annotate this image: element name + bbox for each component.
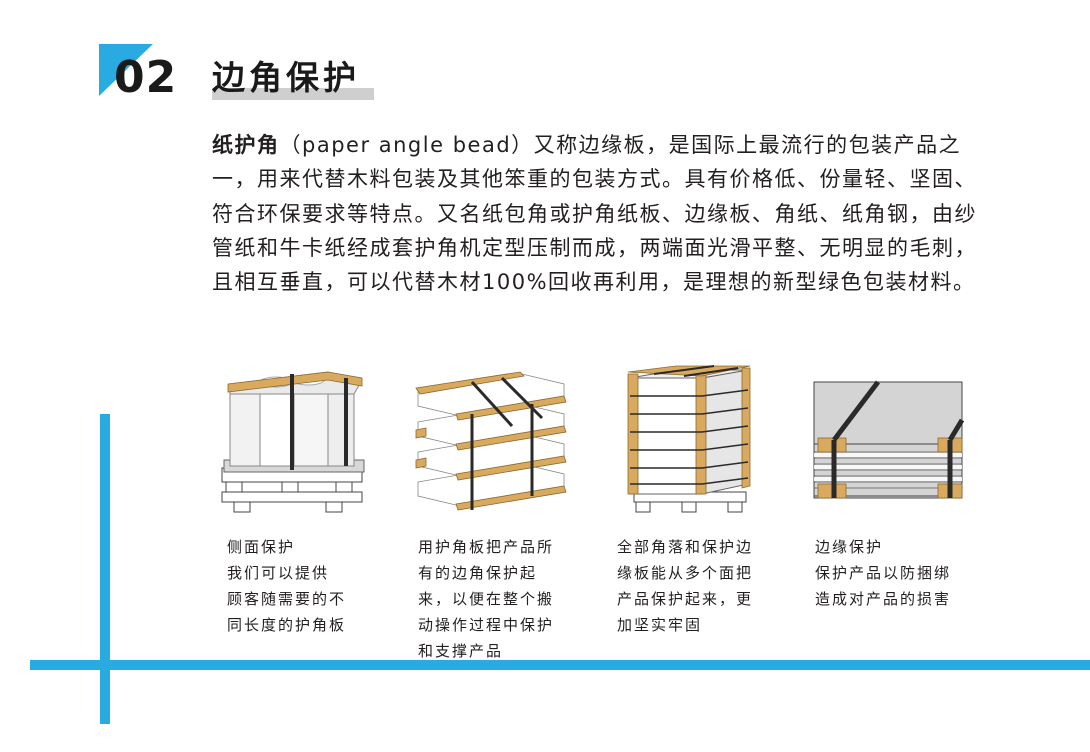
- caption-line: 保护产品以防捆绑: [815, 564, 952, 582]
- caption-line: 全部角落和保护边: [617, 538, 754, 556]
- caption-line: 和支撑产品: [418, 642, 504, 660]
- caption-line: 产品保护起来，更: [617, 590, 754, 608]
- section-title: 边角保护: [212, 58, 360, 97]
- caption-line: 动操作过程中保护: [418, 616, 555, 634]
- caption-line: 边缘保护: [815, 538, 884, 556]
- intro-text: （paper angle bead）又称边缘板，是国际上最流行的包装产品之一，用…: [212, 133, 977, 295]
- vertical-accent-bar: [100, 414, 110, 724]
- figure-pallet-box: [624, 364, 754, 520]
- intro-paragraph: 纸护角（paper angle bead）又称边缘板，是国际上最流行的包装产品之…: [212, 128, 982, 299]
- caption-corner-protection: 用护角板把产品所 有的边角保护起 来，以便在整个搬 动操作过程中保护 和支撑产品: [418, 534, 554, 664]
- caption-line: 加坚实牢固: [617, 616, 703, 634]
- caption-line: 造成对产品的损害: [815, 590, 952, 608]
- intro-term: 纸护角: [212, 133, 280, 157]
- figure-edge-protector: [812, 380, 966, 502]
- caption-line: 来，以便在整个搬: [418, 590, 555, 608]
- caption-line: 用护角板把产品所: [418, 538, 555, 556]
- horizontal-accent-bar: [30, 660, 1090, 670]
- caption-line: 我们可以提供: [227, 564, 330, 582]
- figure-pallet-rolls: [216, 368, 372, 520]
- stacked-boards-icon: [415, 371, 567, 511]
- pallet-rolls-icon: [221, 371, 365, 513]
- caption-edge-protection: 边缘保护 保护产品以防捆绑 造成对产品的损害: [815, 534, 951, 612]
- edge-protector-icon: [813, 380, 965, 499]
- caption-line: 缘板能从多个面把: [617, 564, 754, 582]
- caption-full-protection: 全部角落和保护边 缘板能从多个面把 产品保护起来，更 加坚实牢固: [617, 534, 753, 638]
- header-triangle-icon: [99, 44, 153, 96]
- caption-line: 同长度的护角板: [227, 616, 347, 634]
- figure-stacked-boards: [412, 370, 572, 520]
- caption-side-protection: 侧面保护 我们可以提供 顾客随需要的不 同长度的护角板: [227, 534, 346, 638]
- caption-line: 顾客随需要的不: [227, 590, 347, 608]
- pallet-box-icon: [627, 365, 751, 513]
- caption-line: 有的边角保护起: [418, 564, 538, 582]
- title-underline: [212, 88, 374, 100]
- caption-line: 侧面保护: [227, 538, 296, 556]
- section-number: 02: [114, 52, 178, 103]
